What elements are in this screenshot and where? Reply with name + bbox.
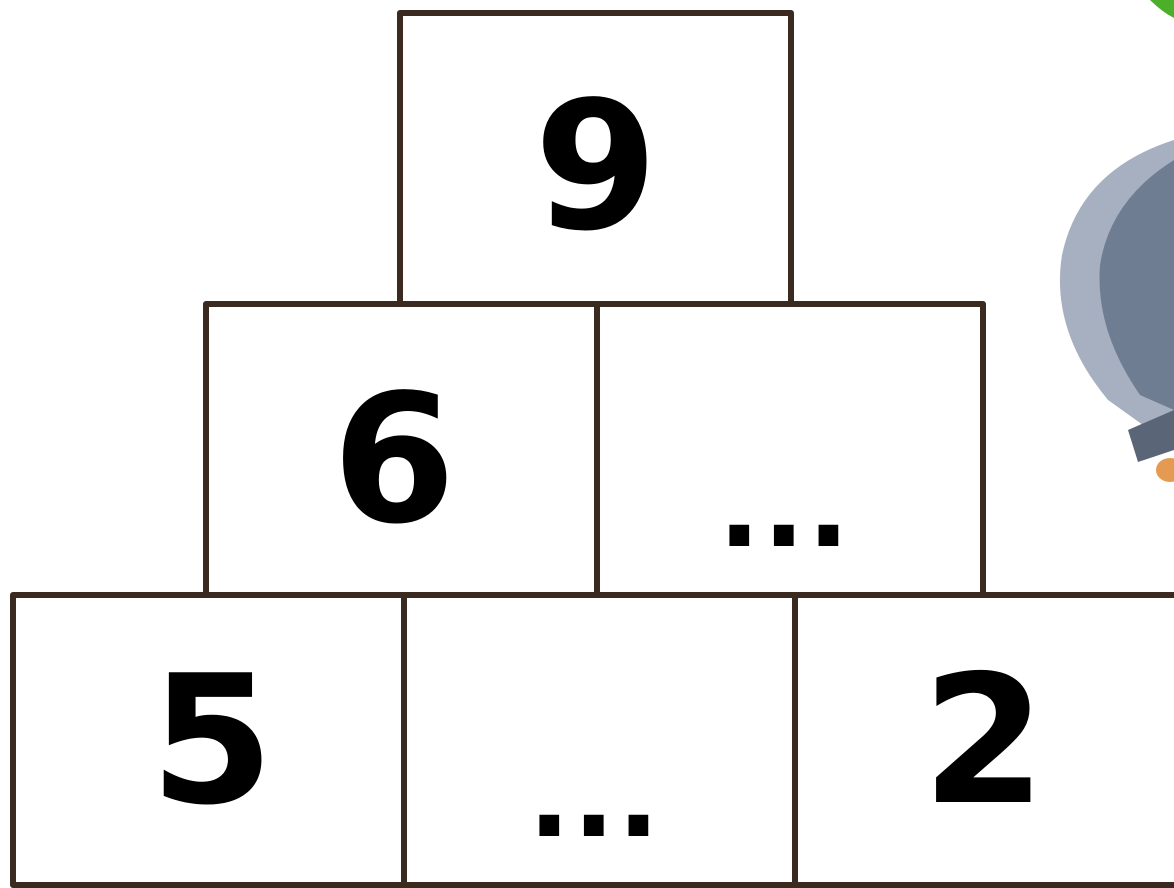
leaf-icon — [1150, 0, 1174, 18]
bottom-left-value: 5 — [150, 652, 274, 830]
top-cell-value: 9 — [534, 78, 658, 256]
middle-right-value: ... — [718, 452, 852, 564]
bottom-middle-value: ... — [528, 742, 662, 854]
middle-left-value: 6 — [332, 371, 456, 549]
bottom-right-value: 2 — [922, 652, 1046, 830]
